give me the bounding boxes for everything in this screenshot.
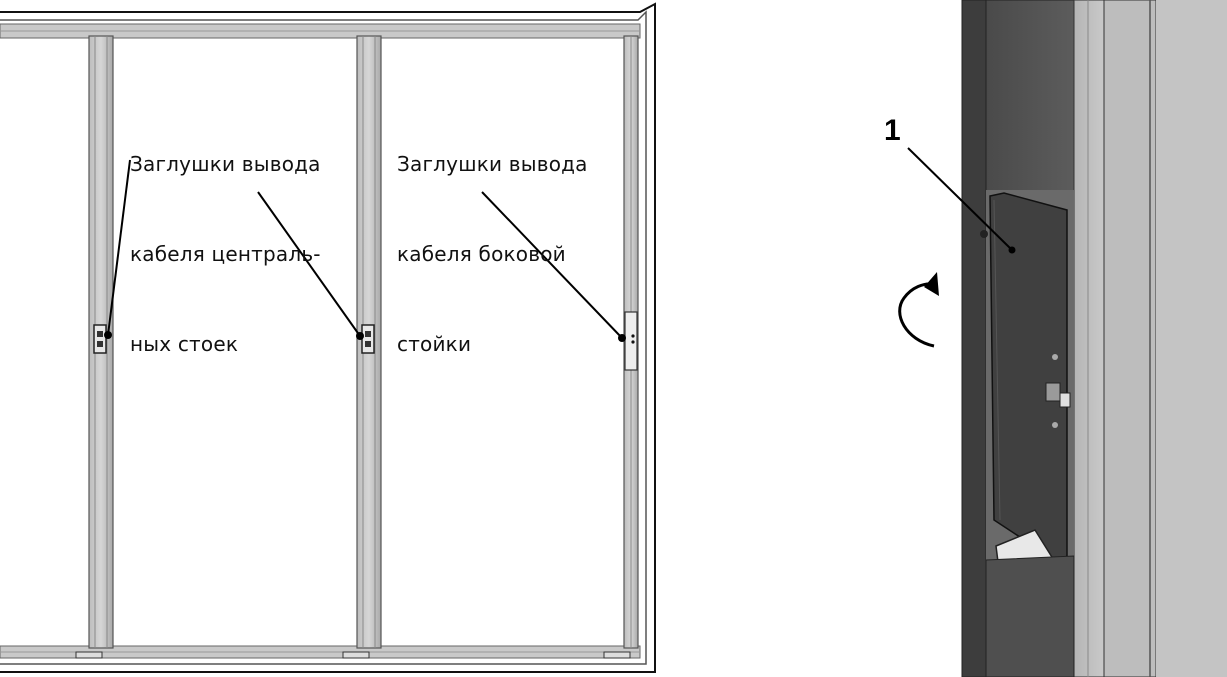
leader-line-central-2 <box>257 191 361 337</box>
frame-view <box>0 2 656 673</box>
bottom-clip <box>603 651 631 659</box>
label-central-line3: ных стоек <box>130 332 239 356</box>
adjacent-panel <box>1156 0 1227 677</box>
post-profile-right <box>1103 0 1157 677</box>
post-profile-left <box>961 0 987 677</box>
bottom-clip <box>342 651 370 659</box>
cable-plug-central-2 <box>361 324 375 354</box>
bottom-clip <box>75 651 103 659</box>
callout-leader <box>907 147 1013 251</box>
label-side-line1: Заглушки вывода <box>397 152 588 176</box>
frame-outer-edge <box>0 2 656 673</box>
leader-line-central-1 <box>107 159 131 336</box>
leader-line-side <box>481 191 623 339</box>
post-profile-gap <box>1073 0 1105 677</box>
closeup-view <box>898 0 1227 677</box>
central-post-1 <box>88 35 114 649</box>
rotate-arrow-icon <box>898 272 939 348</box>
label-side-post-plugs: Заглушки вывода кабеля боковой стойки <box>397 89 588 389</box>
callout-number: 1 <box>884 114 901 147</box>
label-central-line2: кабеля централь- <box>130 242 321 266</box>
label-central-posts-plugs: Заглушки вывода кабеля централь- ных сто… <box>130 89 321 389</box>
cable-plug-cover <box>989 192 1068 563</box>
label-central-line1: Заглушки вывода <box>130 152 321 176</box>
cable-plug-central-1 <box>93 324 107 354</box>
cable-plug-side <box>624 311 638 371</box>
central-post-2 <box>356 35 382 649</box>
frame-inner-edge <box>0 10 647 665</box>
label-side-line3: стойки <box>397 332 472 356</box>
label-side-line2: кабеля боковой <box>397 242 566 266</box>
